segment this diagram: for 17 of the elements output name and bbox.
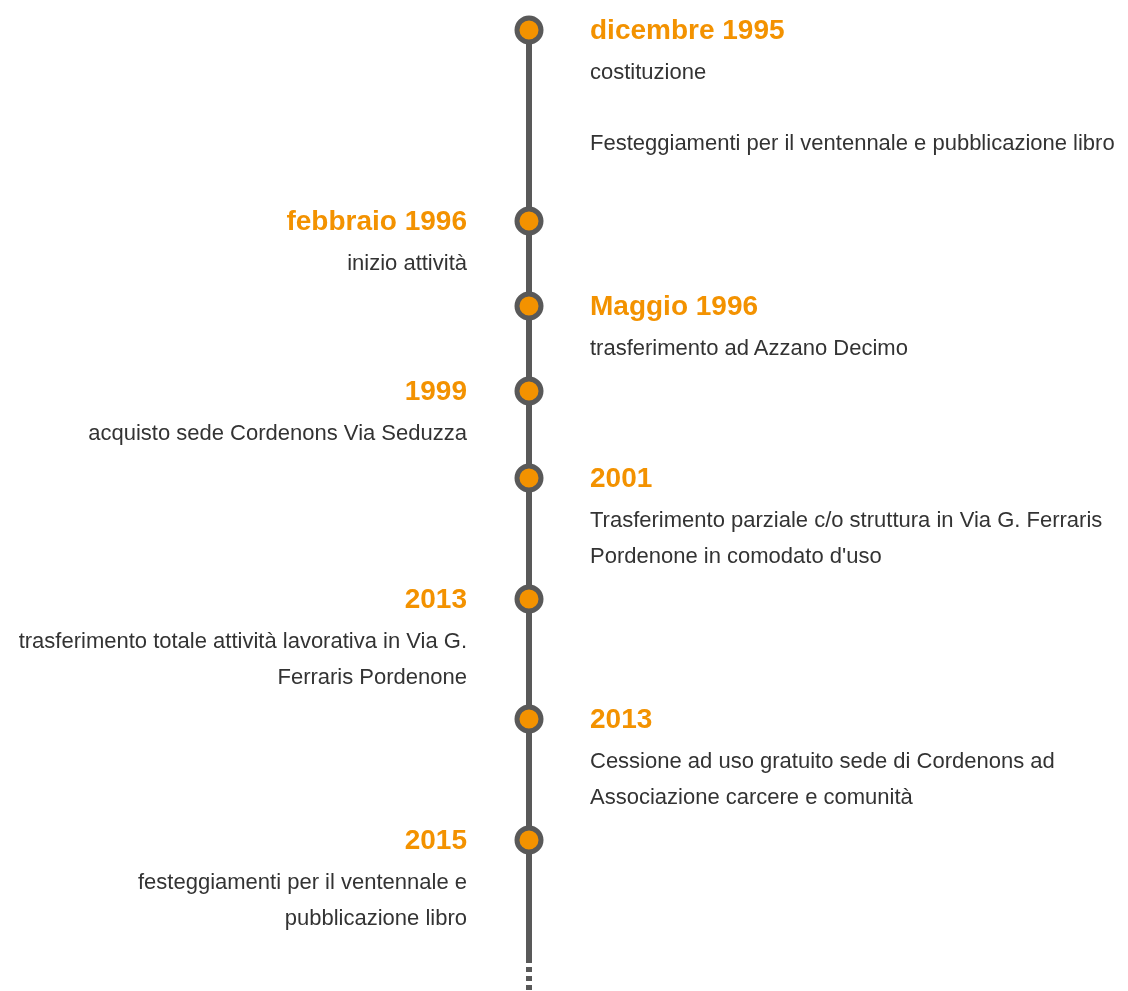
event-description: trasferimento ad Azzano Decimo bbox=[590, 334, 909, 362]
date-heading: 1999 bbox=[403, 374, 467, 408]
event-description: Trasferimento parziale c/o struttura in Via G. Ferraris Pordenone in comodato d'uso bbox=[590, 506, 1104, 570]
event-description: Cessione ad uso gratuito sede di Cordenons ad Associazione carcere e comunità bbox=[590, 747, 1056, 811]
date-heading: 2015 bbox=[403, 823, 467, 857]
date-heading: 2001 bbox=[590, 461, 654, 495]
date-heading: dicembre 1995 bbox=[590, 13, 786, 47]
date-heading: 2013 bbox=[590, 702, 654, 736]
event-description: festeggiamenti per il ventennale e pubblicazione libro bbox=[137, 868, 467, 932]
event-description: Festeggiamenti per il ventennale e pubblicazione libro bbox=[590, 129, 1116, 157]
event-description: trasferimento totale attività lavorativa in Via G. Ferraris Pordenone bbox=[17, 627, 467, 691]
date-heading: 2013 bbox=[403, 582, 467, 616]
date-heading: Maggio 1996 bbox=[590, 289, 760, 323]
event-description: costituzione bbox=[590, 58, 708, 86]
event-description: inizio attività bbox=[346, 249, 467, 277]
event-description: acquisto sede Cordenons Via Seduzza bbox=[87, 419, 467, 447]
date-heading: febbraio 1996 bbox=[285, 204, 467, 238]
